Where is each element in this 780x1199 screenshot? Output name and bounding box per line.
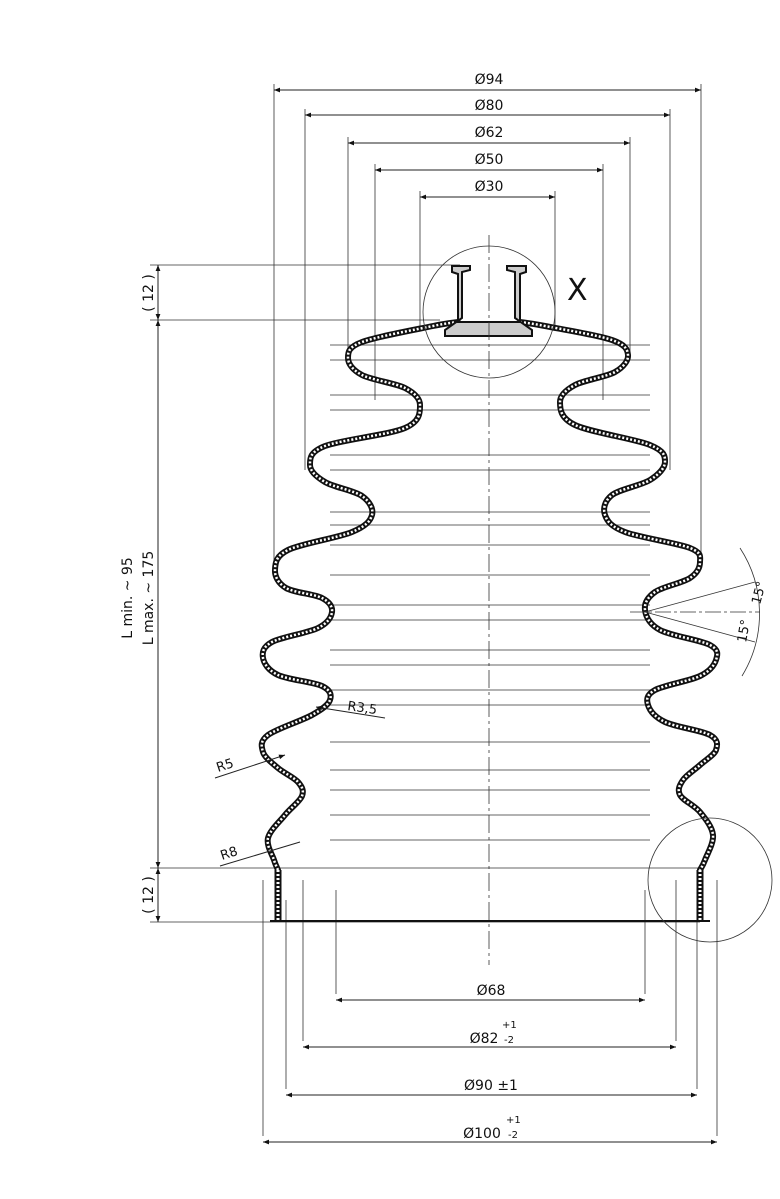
dim-label-d62: Ø62 [475,125,504,141]
dimension-lines [155,87,717,1145]
dim-tol-lower-d82: -2 [504,1035,514,1046]
radius-r35: R3,5 [346,699,378,718]
boot-profile [258,265,721,922]
boot-wall-hatching [519,320,719,871]
dim-label-d68: Ø68 [477,983,506,999]
dim-label-d90: Ø90 ±1 [464,1078,518,1094]
radius-r8: R8 [219,844,240,864]
dim-top-collar: ( 12 ) [141,274,157,312]
boot-wall-hatching [260,320,459,871]
dim-label-d100: Ø100 [463,1126,501,1142]
dim-tol-lower-d100: -2 [508,1130,518,1141]
radius-leader-r5 [214,754,286,779]
radius-leader-r35 [315,705,386,719]
dim-tol-upper-d82: +1 [502,1020,517,1031]
neck-section [444,265,533,337]
dim-label-d94: Ø94 [475,72,504,88]
dim-l-max: L max. ~ 175 [141,551,157,646]
angle-line-lower [644,611,756,643]
angle-line-upper [644,581,756,613]
dim-bottom-collar: ( 12 ) [141,876,157,914]
angle-upper: 15° [749,580,769,606]
extension-lines [150,84,718,1136]
dim-label-d50: Ø50 [475,152,504,168]
detail-circle-bottom [647,817,773,943]
detail-circle-x [422,245,556,379]
dim-l-min: L min. ~ 95 [120,557,136,639]
detail-label: X [567,273,588,308]
angle-lower: 15° [735,618,754,643]
angle-arc [739,547,760,677]
radius-leader-r8 [219,841,301,867]
boot-wall [258,319,461,873]
radius-r5: R5 [215,756,236,776]
dim-tol-upper-d100: +1 [506,1115,521,1126]
dim-label-d82: Ø82 [470,1031,499,1047]
boot-wall [517,319,721,873]
dim-label-d80: Ø80 [475,98,504,114]
dim-label-d30: Ø30 [475,179,504,195]
